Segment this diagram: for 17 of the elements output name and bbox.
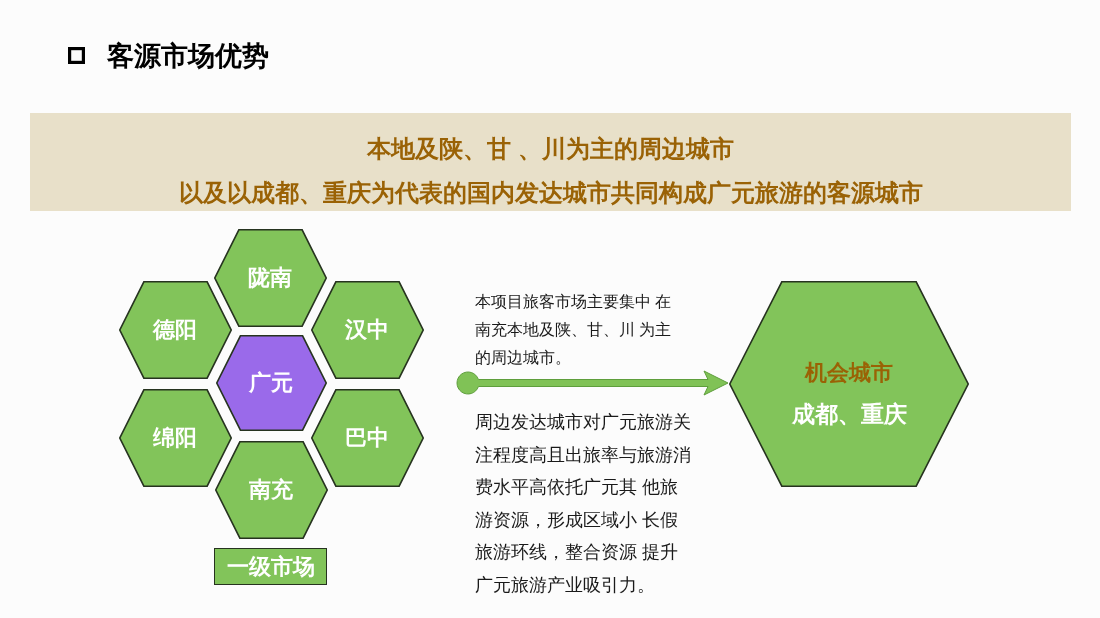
city-name: 南充 [249, 475, 293, 504]
banner-text: 以及以成都、重庆为代表的国内发达城市共同构成广元旅游的客源城市 [178, 178, 923, 208]
title: 客源市场优势 [107, 40, 269, 72]
banner-text: 本地及陕、甘 、川为主的周边城市 [367, 134, 734, 164]
city-name: 广元 [249, 368, 293, 397]
city-name: 陇南 [248, 263, 292, 292]
tier-label: 一级市场 [214, 548, 327, 585]
city-name: 德阳 [153, 315, 197, 344]
city-name: 成都、重庆 [791, 401, 907, 430]
city-name: 巴中 [345, 423, 389, 452]
note-text: 本项目旅客市场主要集中 在南充本地及陕、甘、川 为主的周边城市。 [475, 292, 673, 368]
city-name: 绵阳 [153, 423, 197, 452]
city-name: 汉中 [345, 315, 389, 344]
banner [30, 113, 1071, 211]
hexagon-heading: 机会城市 [805, 358, 893, 387]
note-text: 周边发达城市对广元旅游关注程度高且出旅率与旅游消费水平高依托广元其 他旅游资源，形成区域小 长假旅游环线，整合资源 提升广元旅游产业吸引力。 [475, 411, 692, 597]
arrow [456, 370, 729, 396]
